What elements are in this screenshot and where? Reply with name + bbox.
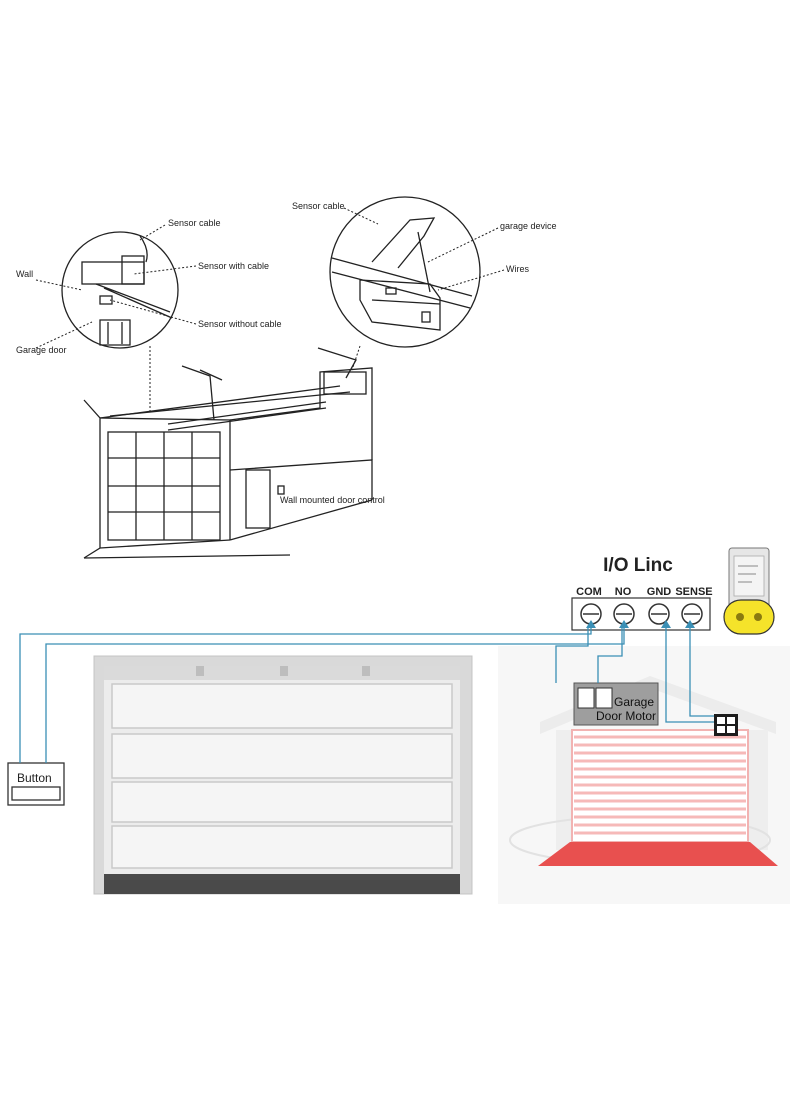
terminal-label-com: COM bbox=[576, 586, 602, 598]
wire-sensor-to-gnd bbox=[665, 626, 714, 723]
callout-wires: Wires bbox=[506, 264, 529, 274]
red-garage-door bbox=[571, 729, 749, 843]
right-detail-circle bbox=[329, 196, 481, 348]
callout-right-sensor-cable: Sensor cable bbox=[292, 201, 345, 211]
garage-room bbox=[83, 347, 373, 559]
callout-sensor-with-cable: Sensor with cable bbox=[198, 261, 269, 271]
button-box: Button bbox=[7, 762, 65, 806]
red-driveway bbox=[538, 842, 778, 866]
door-bottom-shadow bbox=[104, 874, 460, 894]
motor-label-line2: Door Motor bbox=[596, 709, 656, 723]
garage-installation-drawing bbox=[35, 196, 505, 559]
arrowhead-gnd bbox=[661, 620, 671, 628]
door-top-rail bbox=[104, 666, 460, 680]
arrowhead-com bbox=[586, 620, 596, 628]
wire-button-to-com bbox=[19, 626, 592, 763]
button-label: Button bbox=[17, 771, 52, 785]
arrowhead-no bbox=[619, 620, 629, 628]
callout-garage-device: garage device bbox=[500, 221, 557, 231]
door-panel-3 bbox=[111, 781, 453, 823]
io-linc-device-photo bbox=[723, 547, 775, 635]
terminal-screw-gnd bbox=[648, 603, 670, 625]
motor-terminal-2 bbox=[595, 687, 613, 709]
io-linc-module: I/O Linc COM NO GND SENSE bbox=[571, 547, 775, 635]
garage-door-motor: Garage Door Motor bbox=[573, 682, 659, 726]
terminal-screw-com bbox=[580, 603, 602, 625]
callout-left-sensor-cable: Sensor cable bbox=[168, 218, 221, 228]
wire-button-to-no bbox=[45, 626, 625, 763]
terminal-highlight bbox=[723, 599, 775, 635]
wiring bbox=[19, 626, 714, 763]
io-linc-title: I/O Linc bbox=[603, 555, 673, 576]
terminal-label-no: NO bbox=[615, 586, 632, 598]
wire-motor-to-no bbox=[597, 626, 623, 683]
sense-sensor-block bbox=[714, 714, 738, 736]
left-detail-contents bbox=[81, 235, 173, 346]
button-switch-icon bbox=[11, 786, 61, 801]
arrowhead-sense bbox=[685, 620, 695, 628]
sectional-garage-door bbox=[93, 655, 473, 895]
terminal-screw-sense bbox=[681, 603, 703, 625]
callout-labels: Sensor cable Wall Sensor with cable Sens… bbox=[16, 201, 557, 505]
callout-wall: Wall bbox=[16, 269, 33, 279]
motor-terminal-1 bbox=[577, 687, 595, 709]
callout-sensor-without-cable: Sensor without cable bbox=[198, 319, 282, 329]
door-panel-1 bbox=[111, 683, 453, 729]
door-panel-2 bbox=[111, 733, 453, 779]
door-panel-4 bbox=[111, 825, 453, 869]
wire-motor-to-com bbox=[555, 626, 589, 683]
left-detail-circle bbox=[61, 231, 179, 349]
motor-label-line1: Garage bbox=[614, 695, 654, 709]
wire-sensor-to-sense bbox=[689, 626, 714, 717]
callout-wall-control: Wall mounted door control bbox=[280, 495, 385, 505]
right-detail-contents bbox=[331, 217, 473, 331]
terminal-label-gnd: GND bbox=[647, 586, 672, 598]
callout-leaders bbox=[35, 207, 505, 414]
callout-garage-door: Garage door bbox=[16, 345, 67, 355]
terminal-label-sense: SENSE bbox=[675, 586, 712, 598]
wire-arrows bbox=[586, 620, 695, 628]
